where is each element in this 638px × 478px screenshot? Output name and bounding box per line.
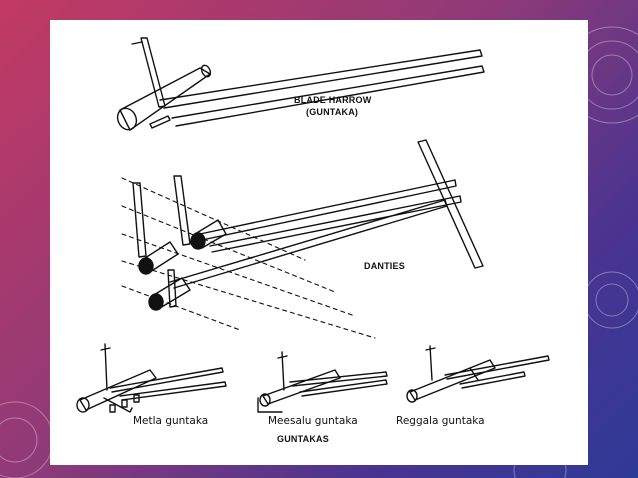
reggala-guntaka-label: Reggala guntaka xyxy=(396,415,485,427)
meesalu-guntaka-label: Meesalu guntaka xyxy=(268,415,358,427)
metla-guntaka-drawing xyxy=(76,343,227,413)
guntakas-caption: GUNTAKAS xyxy=(277,434,329,444)
harrow-illustration xyxy=(76,37,550,413)
reggala-guntaka-drawing xyxy=(406,345,550,403)
decorative-circle xyxy=(595,283,629,317)
decorative-circle xyxy=(0,417,38,463)
danties-label: DANTIES xyxy=(364,261,405,271)
danties-drawing xyxy=(121,139,484,339)
meesalu-guntaka-drawing xyxy=(257,351,388,413)
guntaka-sublabel: (GUNTAKA) xyxy=(306,107,359,117)
diagram-card: BLADE HARROW (GUNTAKA) DANTIES Metla gun… xyxy=(50,20,588,465)
metla-guntaka-label: Metla guntaka xyxy=(133,415,209,427)
blade-harrow-drawing xyxy=(116,37,485,131)
decorative-circle xyxy=(591,54,633,96)
blade-harrow-label: BLADE HARROW xyxy=(294,95,372,105)
decorative-circle xyxy=(0,401,54,478)
decorative-circle xyxy=(583,271,638,329)
